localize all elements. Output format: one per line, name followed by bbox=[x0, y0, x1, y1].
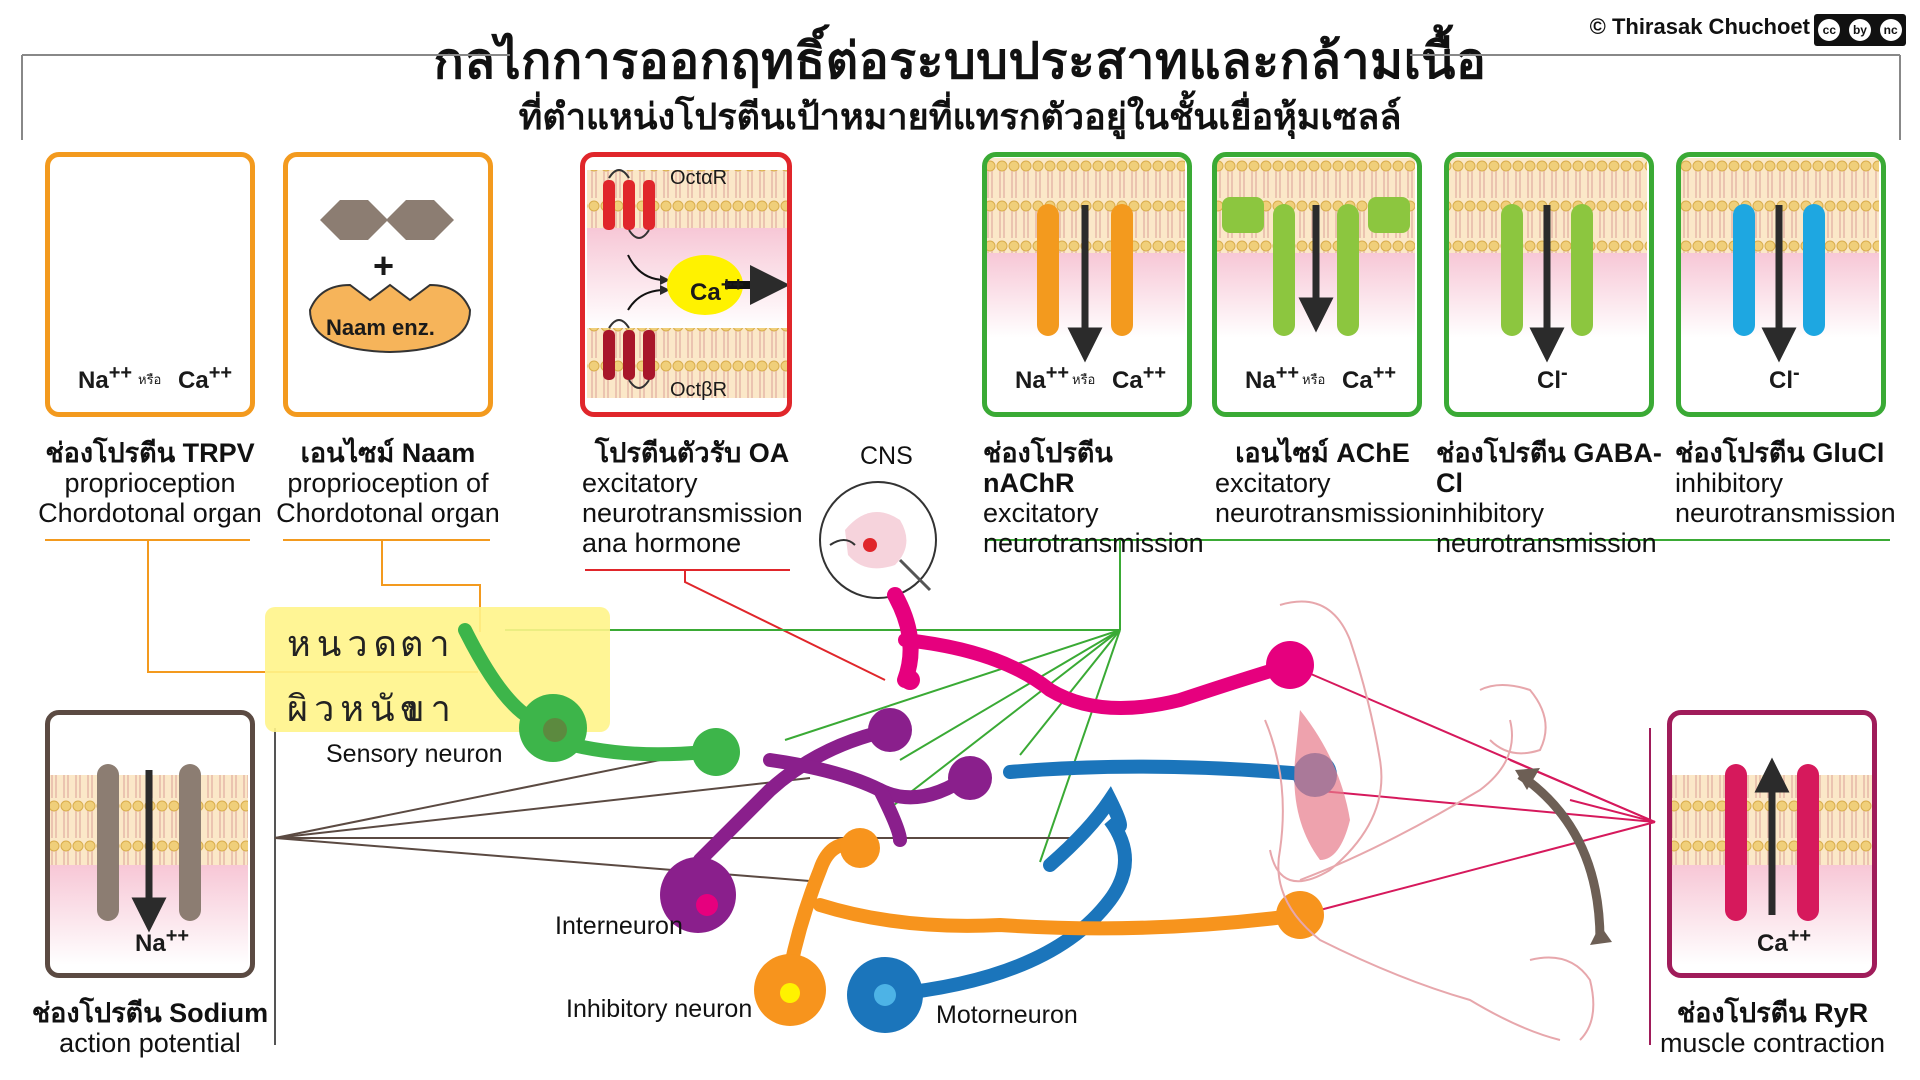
by-icon: by bbox=[1848, 19, 1871, 41]
sodium-card-art bbox=[48, 764, 248, 965]
plus-sign: + bbox=[373, 245, 395, 286]
glucl-card-art bbox=[1679, 158, 1879, 363]
ion-na-label: Na++ bbox=[135, 925, 190, 957]
sensory-neuron-label: Sensory neuron bbox=[326, 740, 503, 768]
ache-caption: เอนไซม์ AChE excitatory neurotransmissio… bbox=[1215, 438, 1436, 528]
page-subtitle: ที่ตำแหน่งโปรตีนเป้าหมายที่แทรกตัวอยู่ใน… bbox=[518, 96, 1402, 137]
ion-cl-label: Cl- bbox=[1769, 362, 1800, 394]
oct-beta-label: OctβR bbox=[670, 379, 728, 401]
oct-alpha-label: OctαR bbox=[670, 167, 728, 189]
gaba-card-art bbox=[1447, 158, 1647, 363]
sensory-highlight-box bbox=[265, 607, 610, 732]
inhibitory-neuron-label: Inhibitory neuron bbox=[566, 995, 753, 1023]
cc-icon: cc bbox=[1818, 19, 1841, 41]
trpv-caption: ช่องโปรตีน TRPV proprioception Chordoton… bbox=[38, 438, 262, 528]
gaba-caption: ช่องโปรตีน GABA-Cl inhibitory neurotrans… bbox=[1436, 438, 1662, 558]
gaba-card: Cl- bbox=[1444, 152, 1654, 417]
naam-card: + Naam enz. bbox=[283, 152, 493, 417]
ion-na-label: Na++ bbox=[78, 362, 133, 394]
nc-icon: nc bbox=[1879, 19, 1902, 41]
naam-enzyme-label: Naam enz. bbox=[326, 315, 435, 340]
nachr-caption: ช่องโปรตีน nAChR excitatory neurotransmi… bbox=[983, 438, 1204, 558]
nachr-card: Na++ หรือ Ca++ bbox=[982, 152, 1192, 417]
ryr-card-art bbox=[1672, 757, 1872, 965]
trpv-card: Na++ หรือ Ca++ bbox=[45, 152, 255, 417]
ryr-caption: ช่องโปรตีน RyR muscle contraction bbox=[1659, 998, 1886, 1058]
ache-card: Na++ หรือ Ca++ bbox=[1212, 152, 1422, 417]
interneuron-label: Interneuron bbox=[555, 912, 683, 940]
naam-caption: เอนไซม์ Naam proprioception of Chordoton… bbox=[276, 438, 500, 528]
ion-na-label: Na++ bbox=[1015, 362, 1070, 394]
sodium-card: Na++ bbox=[45, 710, 255, 978]
cns-label: CNS bbox=[860, 442, 913, 470]
leg-label: ขา bbox=[400, 688, 457, 729]
oa-card-art bbox=[587, 169, 790, 398]
ache-card-art bbox=[1215, 158, 1415, 338]
arm-illustration bbox=[1264, 600, 1595, 1041]
ion-ca-label: Ca++ bbox=[178, 362, 233, 394]
ion-cl-label: Cl- bbox=[1537, 362, 1568, 394]
or-label: หรือ bbox=[138, 372, 162, 387]
cc-license-icon: cc by nc bbox=[1814, 14, 1906, 46]
or-label: หรือ bbox=[1302, 372, 1326, 387]
skin-label: ผิวหนัง bbox=[287, 688, 425, 729]
naam-card-art bbox=[308, 200, 472, 354]
motorneuron-label: Motorneuron bbox=[936, 1001, 1078, 1029]
antenna-label: หนวด bbox=[287, 623, 403, 664]
ion-ca-label: Ca++ bbox=[1757, 925, 1812, 957]
glucl-caption: ช่องโปรตีน GluCl inhibitory neurotransmi… bbox=[1675, 438, 1896, 528]
glucl-card: Cl- bbox=[1676, 152, 1886, 417]
page-title: กลไกการออกฤทธิ์ต่อระบบประสาทและกล้ามเนื้… bbox=[433, 33, 1487, 89]
or-label: หรือ bbox=[1072, 372, 1096, 387]
oa-card: OctαR OctβR Ca++ bbox=[580, 152, 792, 417]
ryr-card: Ca++ bbox=[1667, 710, 1877, 978]
credit-text: © Thirasak Chuchoet bbox=[1589, 14, 1810, 39]
ion-ca-label: Ca++ bbox=[1112, 362, 1167, 394]
ion-na-label: Na++ bbox=[1245, 362, 1300, 394]
ion-ca-label: Ca++ bbox=[1342, 362, 1397, 394]
sodium-caption: ช่องโปรตีน Sodium action potential bbox=[31, 998, 269, 1058]
eye-label: ตา bbox=[400, 623, 456, 664]
oa-caption: โปรตีนตัวรับ OA excitatory neurotransmis… bbox=[582, 438, 803, 558]
nachr-card-art bbox=[985, 158, 1185, 363]
ion-ca-label: Ca++ bbox=[690, 274, 745, 306]
